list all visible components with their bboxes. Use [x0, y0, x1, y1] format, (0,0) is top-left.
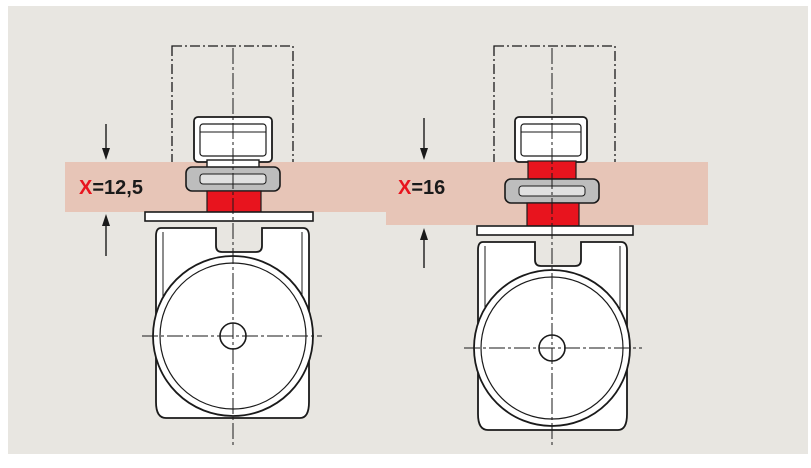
- diagram-background: [8, 6, 808, 454]
- right-caster-assembly: X=16: [386, 45, 708, 446]
- right-mounting-plate: [476, 225, 634, 236]
- left-label-variable: X: [79, 177, 93, 199]
- right-label-value: =16: [411, 177, 445, 199]
- right-bolt-head-inner: [520, 123, 582, 157]
- left-caster-assembly: X=12,5: [65, 45, 395, 446]
- right-lower-red-spacer: [526, 202, 580, 228]
- right-lower-arrow-head: [420, 228, 428, 240]
- left-mounting-plate: [144, 211, 314, 222]
- right-dashed-outline: [493, 45, 616, 165]
- left-red-spacer: [206, 190, 262, 214]
- right-upper-arrow-head: [420, 148, 428, 160]
- left-label-value: =12,5: [92, 177, 143, 199]
- left-dimension-label: X=12,5: [79, 177, 143, 199]
- left-lower-arrow-head: [102, 214, 110, 226]
- right-label-variable: X: [398, 177, 412, 199]
- left-upper-arrow-head: [102, 148, 110, 160]
- right-dimension-label: X=16: [398, 177, 445, 199]
- left-dashed-outline: [171, 45, 294, 165]
